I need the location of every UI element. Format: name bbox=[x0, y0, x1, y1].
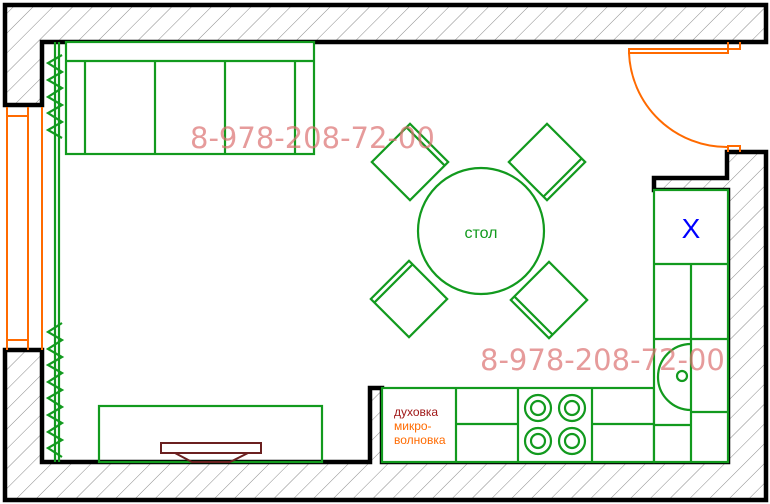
oven-label: духовка bbox=[394, 405, 438, 419]
curtain bbox=[45, 42, 65, 462]
chair-top-left bbox=[370, 122, 450, 202]
dining-table: стол bbox=[416, 166, 546, 296]
chair-bottom-left bbox=[369, 259, 449, 339]
kitchen-counter-bottom bbox=[380, 386, 656, 464]
window bbox=[6, 107, 43, 350]
phone-watermark: 8-978-208-72-00 bbox=[480, 343, 725, 377]
chair-bottom-right bbox=[509, 260, 589, 340]
sink bbox=[656, 342, 692, 412]
microwave-label-2: волновка bbox=[394, 433, 446, 447]
fridge-mark: X bbox=[682, 213, 701, 244]
chair-top-right bbox=[507, 122, 587, 202]
table-label: стол bbox=[464, 225, 497, 242]
kitchen-counter-right bbox=[652, 188, 730, 464]
phone-watermark: 8-978-208-72-00 bbox=[190, 121, 435, 155]
entrance-door[interactable] bbox=[628, 42, 741, 152]
microwave-label-1: микро- bbox=[394, 419, 432, 433]
sofa bbox=[64, 40, 316, 156]
oven-microwave-unit: духовка микро- волновка bbox=[394, 405, 446, 447]
wall-top bbox=[2, 2, 769, 108]
tv bbox=[160, 442, 262, 463]
cooktop bbox=[523, 393, 587, 456]
